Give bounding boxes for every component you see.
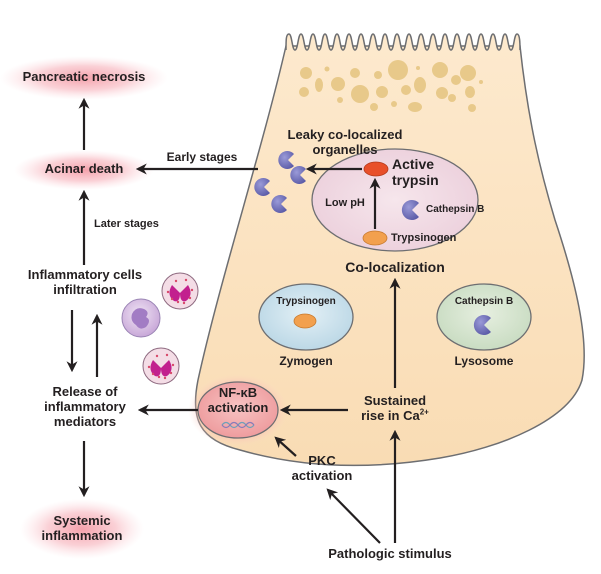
release-mediators-label: Release of inflammatory mediators — [20, 384, 150, 430]
release-line3: mediators — [53, 413, 117, 429]
release-line2: inflammatory — [44, 398, 126, 414]
calcium-superscript: 2+ — [419, 407, 429, 417]
sustained-line2: rise in Ca2+ — [350, 407, 440, 424]
nfkb-activation-label: NF-κB activation — [198, 385, 278, 416]
sustained-line2-text: rise in Ca — [361, 407, 420, 423]
inflammatory-cells-line1: Inflammatory cells — [27, 267, 143, 282]
active-line2: trypsin — [392, 172, 439, 189]
early-stages-label: Early stages — [166, 150, 238, 164]
systemic-line1: Systemic — [53, 513, 111, 528]
leaky-line1: Leaky co-localized — [287, 127, 403, 142]
inflammatory-cells-label: Inflammatory cells infiltration — [10, 267, 160, 298]
pathologic-stimulus-label: Pathologic stimulus — [328, 546, 452, 561]
microvilli — [285, 33, 521, 51]
acinar-cell — [194, 45, 585, 467]
sustained-calcium-label: Sustained rise in Ca2+ — [350, 393, 440, 424]
active-trypsin-label: Active trypsin — [392, 156, 462, 188]
low-ph-label: Low pH — [325, 197, 365, 209]
systemic-line2: inflammation — [41, 527, 123, 543]
trypsinogen-vacuole-label: Trypsinogen — [391, 232, 457, 244]
pancreatic-necrosis-label: Pancreatic necrosis — [22, 69, 146, 84]
cathepsin-icon — [271, 195, 287, 214]
cathepsin-icon — [278, 151, 294, 170]
dna-icon — [221, 421, 255, 429]
trypsinogen-icon — [362, 230, 388, 246]
release-line1: Release of — [52, 384, 118, 399]
nfkb-line1: NF-κB — [218, 385, 258, 400]
eosinophil-cell-1 — [161, 272, 199, 310]
systemic-inflammation-label: Systemic inflammation — [22, 513, 142, 544]
sustained-line1: Sustained — [363, 393, 427, 408]
cathepsin-icon — [401, 200, 419, 220]
leaky-line2: organelles — [312, 141, 378, 157]
trypsinogen-icon — [293, 313, 317, 329]
cathepsin-b-vacuole-label: Cathepsin B — [426, 204, 485, 215]
acinar-death-glow — [14, 150, 154, 190]
active-line1: Active — [392, 156, 435, 172]
arrow-pkc-to-nfkb — [274, 436, 297, 457]
colocalization-vacuole — [311, 148, 479, 252]
later-stages-label: Later stages — [94, 218, 159, 230]
acinar-death-label: Acinar death — [44, 161, 124, 176]
cathepsin-icon — [290, 166, 306, 184]
leaky-cathepsin-cluster — [254, 151, 306, 214]
systemic-inflammation-glow — [20, 499, 144, 559]
active-trypsin-icon — [363, 161, 389, 177]
inflammatory-cells-line2: infiltration — [53, 281, 117, 297]
nfkb-line2: activation — [207, 399, 269, 415]
arrows — [66, 97, 401, 544]
zymogen-granules — [299, 60, 483, 112]
pkc-line2: activation — [291, 467, 353, 483]
pkc-activation-label: PKC activation — [282, 453, 362, 484]
zymogen-content-label: Trypsinogen — [276, 296, 336, 307]
zymogen-label: Zymogen — [279, 354, 333, 368]
neutrophil-cell — [121, 298, 161, 338]
lysosome-label: Lysosome — [454, 354, 514, 368]
pancreatic-necrosis-glow — [0, 56, 168, 100]
leaky-organelles-label: Leaky co-localized organelles — [270, 127, 420, 158]
pkc-line1: PKC — [308, 453, 336, 468]
cathepsin-icon — [473, 314, 491, 335]
colocalization-label: Co-localization — [345, 259, 445, 275]
cathepsin-icon — [254, 178, 270, 197]
eosinophil-cell-2 — [142, 347, 180, 385]
lysosome-content-label: Cathepsin B — [454, 296, 514, 307]
arrow-stimulus-to-pkc — [326, 488, 381, 544]
